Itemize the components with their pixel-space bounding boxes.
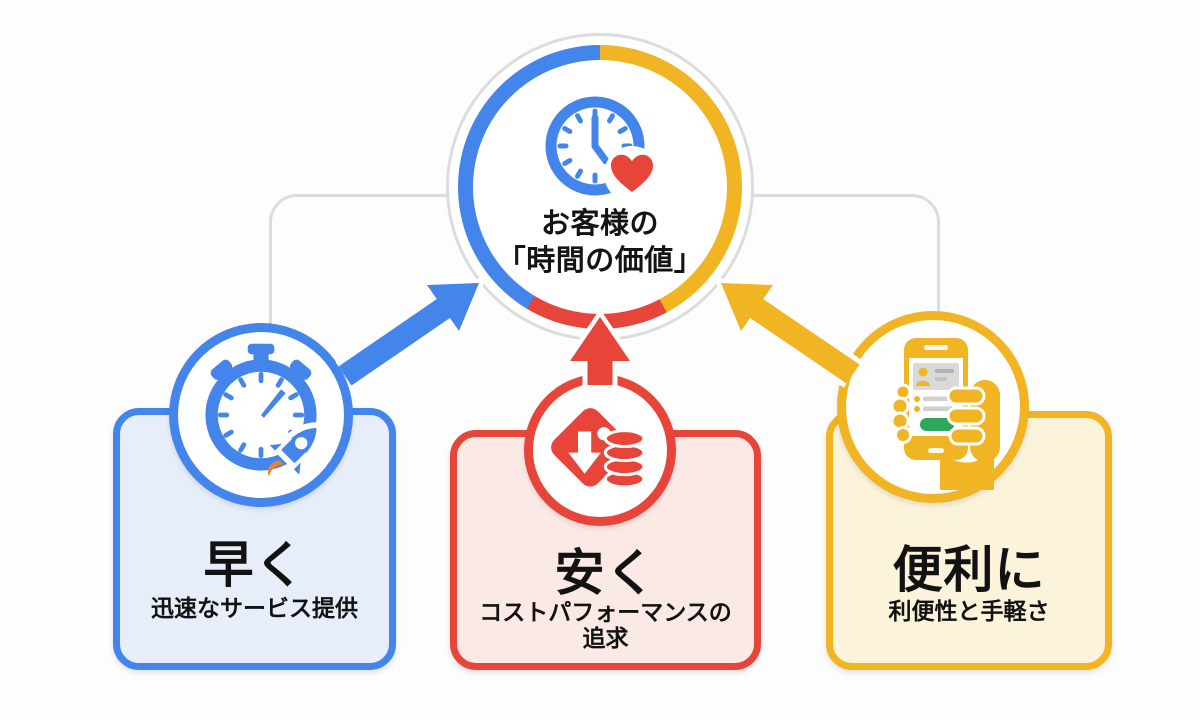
coin-stack-icon [603,429,646,489]
box-cheap-title: 安く [554,545,657,601]
box-convenient-subtitle: 利便性と手軽さ [888,598,1050,624]
price-tag-coins-icon [551,408,646,489]
rocket-icon [261,422,323,483]
center-label-line1: お客様の [540,208,659,240]
fast-icon-circle [169,323,353,507]
convenient-icon-circle [837,311,1029,503]
phone-screen-content [913,363,959,431]
box-cheap-subtitle-line1: コストパフォーマンスの [479,599,732,625]
connector-line-left [269,194,603,330]
center-label: お客様の 「時間の価値」 [460,206,740,280]
box-fast-title: 早く [203,537,306,593]
hand-fingers [890,383,986,446]
box-fast-subtitle: 迅速なサービス提供 [151,595,358,621]
cheap-icon-circle [524,374,676,526]
clock-heart-icon [545,96,660,202]
stopwatch-rocket-icon [205,343,323,483]
box-cheap-subtitle-line2: 追求 [582,625,629,651]
center-label-line2: 「時間の価値」 [496,245,704,277]
connector-line-right [600,194,940,314]
box-convenient-title: 便利に [892,542,1046,598]
hand-smartphone-icon [890,338,1000,490]
box-cheap-subtitle: コストパフォーマンスの 追求 [457,599,754,651]
